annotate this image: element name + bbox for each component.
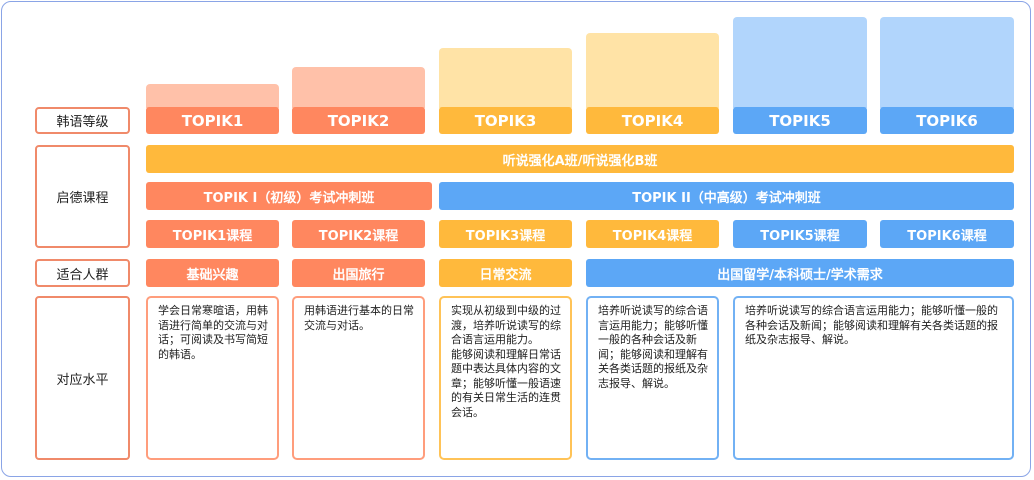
audience-daily-communication: 日常交流	[439, 259, 572, 287]
course-all-levels: 听说强化A班/听说强化B班	[146, 145, 1014, 173]
course-topik2: TOPIK2课程	[292, 220, 425, 248]
row-label-course: 启德课程	[35, 145, 130, 248]
ability-box-topik1: 学会日常寒暄语，用韩语进行简单的交流与对话；可阅读及书写简短的韩语。	[146, 296, 279, 460]
course-topik4: TOPIK4课程	[586, 220, 719, 248]
course-topik1: TOPIK1课程	[146, 220, 279, 248]
level-topik5: TOPIK5	[733, 107, 867, 134]
row-label-ability: 对应水平	[35, 296, 130, 460]
audience-study-abroad: 出国留学/本科硕士/学术需求	[586, 259, 1014, 287]
ability-box-topik3: 实现从初级到中级的过渡，培养听说读写的综合语言运用能力。 能够阅读和理解日常话题…	[439, 296, 572, 460]
level-step-6	[880, 17, 1014, 108]
level-step-2	[292, 67, 425, 108]
ability-box-topik2: 用韩语进行基本的日常交流与对话。	[292, 296, 425, 460]
audience-travel: 出国旅行	[292, 259, 425, 287]
ability-box-topik5-6: 培养听说读写的综合语言运用能力；能够听懂一般的各种会话及新闻；能够阅读和理解有关…	[733, 296, 1014, 460]
level-topik4: TOPIK4	[586, 107, 719, 134]
level-step-4	[586, 33, 719, 108]
course-topik-i-sprint: TOPIK I（初级）考试冲刺班	[146, 182, 432, 210]
level-step-3	[439, 48, 572, 108]
course-topik-ii-sprint: TOPIK II（中高级）考试冲刺班	[439, 182, 1014, 210]
level-step-1	[146, 84, 279, 108]
level-step-5	[733, 17, 867, 108]
level-topik1: TOPIK1	[146, 107, 279, 134]
audience-basic-interest: 基础兴趣	[146, 259, 279, 287]
level-topik6: TOPIK6	[880, 107, 1014, 134]
ability-box-topik4: 培养听说读写的综合语言运用能力；能够听懂一般的各种会话及新闻；能够阅读和理解有关…	[586, 296, 719, 460]
course-topik3: TOPIK3课程	[439, 220, 572, 248]
course-topik5: TOPIK5课程	[733, 220, 867, 248]
course-topik6: TOPIK6课程	[880, 220, 1014, 248]
level-topik2: TOPIK2	[292, 107, 425, 134]
row-label-level: 韩语等级	[35, 107, 130, 134]
row-label-audience: 适合人群	[35, 259, 130, 287]
level-topik3: TOPIK3	[439, 107, 572, 134]
